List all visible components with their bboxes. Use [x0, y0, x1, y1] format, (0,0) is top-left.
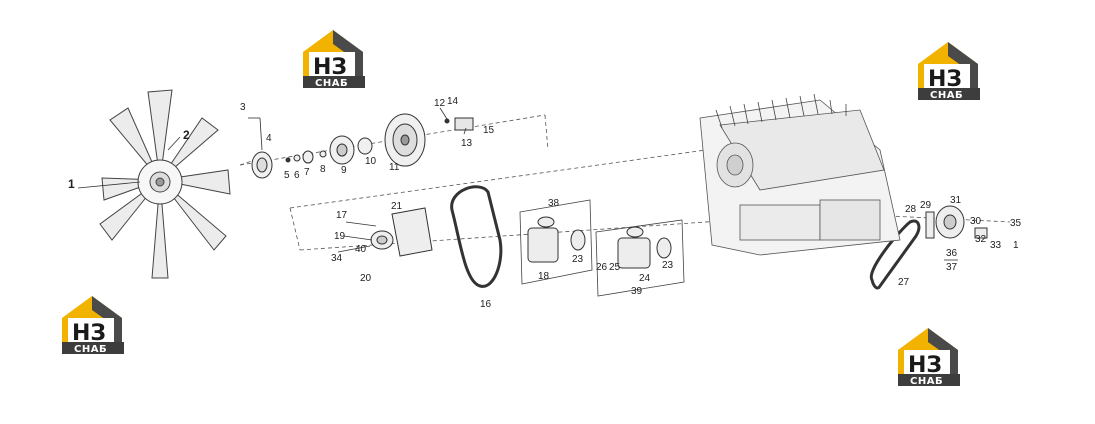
callout-12: 12 [434, 98, 446, 109]
callout-5: 5 [284, 170, 290, 181]
callout-labels: 1 2 3 4 5 6 7 8 9 10 11 12 13 14 15 16 1… [68, 96, 1022, 310]
callout-11: 11 [389, 162, 400, 173]
brand-logo-top-left: НЗ СНАБ [303, 30, 365, 89]
callout-30: 30 [970, 216, 982, 227]
callout-39: 39 [631, 286, 643, 297]
callout-9: 9 [341, 165, 347, 176]
callout-13: 13 [461, 138, 473, 149]
callout-6: 6 [294, 170, 300, 181]
callout-33: 33 [990, 240, 1002, 251]
leader-lines [77, 107, 467, 253]
callout-16: 16 [480, 299, 492, 310]
callout-37: 37 [946, 262, 958, 273]
belt-27 [869, 219, 921, 290]
svg-text:НЗ: НЗ [908, 353, 942, 378]
brand-logo-bottom-left: НЗ СНАБ [62, 296, 124, 355]
callout-25: 25 [609, 262, 621, 273]
pulley-stack [251, 113, 474, 179]
callout-1-right: 1 [1013, 240, 1019, 251]
tensioner-bracket [370, 207, 433, 257]
brand-logo-top-right: НЗ СНАБ [918, 42, 980, 101]
svg-text:СНАБ: СНАБ [910, 376, 943, 387]
callout-24: 24 [639, 273, 651, 284]
callout-15: 15 [483, 125, 495, 136]
callout-34: 34 [331, 253, 343, 264]
callout-32: 32 [975, 234, 987, 245]
callout-35: 35 [1010, 218, 1022, 229]
brand-logo-bottom-right: НЗ СНАБ [898, 328, 960, 387]
fan-drawing [99, 89, 231, 279]
callout-3: 3 [240, 102, 246, 113]
callout-38: 38 [548, 198, 560, 209]
svg-text:НЗ: НЗ [928, 67, 962, 92]
callout-10: 10 [365, 156, 377, 167]
callout-17: 17 [336, 210, 348, 221]
callout-19: 19 [334, 231, 346, 242]
callout-31: 31 [950, 195, 962, 206]
callout-8: 8 [320, 164, 326, 175]
svg-text:СНАБ: СНАБ [930, 90, 963, 101]
pump-parts [527, 216, 672, 269]
callout-40: 40 [355, 244, 367, 255]
callout-21: 21 [391, 201, 403, 212]
callout-27: 27 [898, 277, 910, 288]
svg-text:СНАБ: СНАБ [315, 78, 348, 89]
pump-box-38 [519, 199, 593, 285]
alternator [925, 205, 988, 239]
callout-26: 26 [596, 262, 608, 273]
pump-box-39 [595, 219, 685, 297]
svg-text:НЗ: НЗ [313, 55, 347, 80]
callout-28: 28 [905, 204, 917, 215]
callout-29: 29 [920, 200, 932, 211]
belt-16 [450, 185, 503, 288]
callout-36: 36 [946, 248, 958, 259]
callout-7: 7 [304, 167, 310, 178]
callout-1: 1 [68, 177, 75, 191]
callout-14: 14 [447, 96, 459, 107]
svg-text:СНАБ: СНАБ [74, 344, 107, 355]
callout-18: 18 [538, 271, 550, 282]
callout-2: 2 [183, 128, 190, 142]
callout-23-a: 23 [572, 254, 584, 265]
engine-block [699, 93, 901, 256]
svg-text:НЗ: НЗ [72, 321, 106, 346]
callout-23-b: 23 [662, 260, 674, 271]
callout-20: 20 [360, 273, 372, 284]
callout-4: 4 [266, 133, 272, 144]
